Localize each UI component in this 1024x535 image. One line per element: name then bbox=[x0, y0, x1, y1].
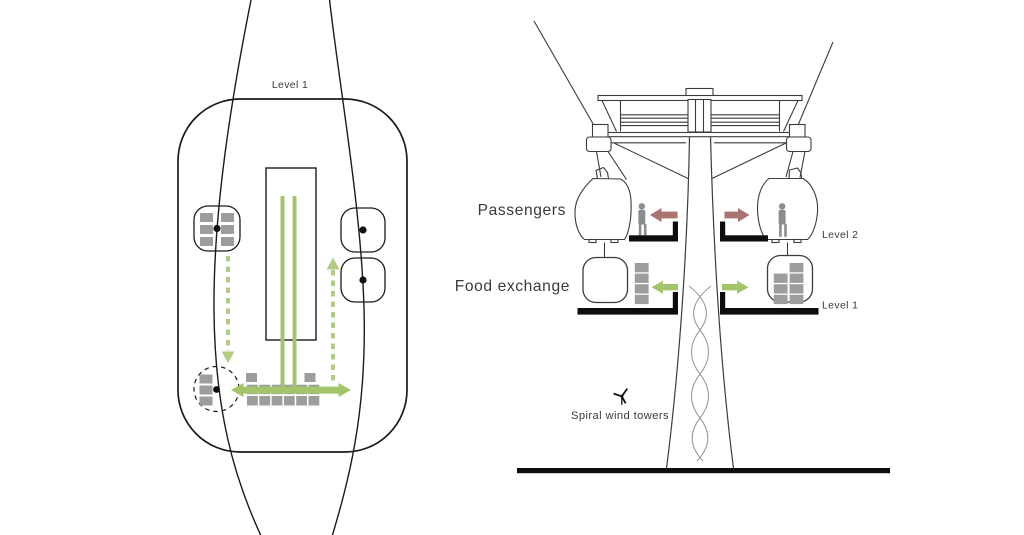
station-core bbox=[265, 167, 317, 341]
level1-label: Level 1 bbox=[822, 301, 858, 312]
passenger-arrow-right bbox=[724, 208, 750, 222]
level2-label: Level 2 bbox=[822, 230, 858, 241]
food-crate-stack-left bbox=[634, 263, 649, 305]
food-exchange-label: Food exchange bbox=[455, 278, 570, 295]
food-arrow-left bbox=[651, 280, 678, 294]
wind-towers-label: Spiral wind towers bbox=[571, 410, 669, 422]
exchange-arrow-horizontal bbox=[231, 383, 351, 397]
plan-level-label: Level 1 bbox=[272, 80, 308, 91]
cable-incoming-right bbox=[795, 41, 834, 131]
food-cabin-left bbox=[582, 256, 629, 304]
level1-platform-right bbox=[720, 292, 819, 315]
food-crate-stack-right bbox=[773, 263, 804, 305]
flow-arrow-down bbox=[221, 256, 235, 363]
pallet-grid bbox=[200, 213, 234, 246]
ground-line bbox=[517, 468, 890, 474]
cable-loop-right bbox=[328, 0, 366, 535]
tower-shaft bbox=[665, 136, 735, 469]
passengers-label: Passengers bbox=[478, 202, 566, 219]
cable-incoming-left bbox=[533, 20, 597, 130]
flow-arrow-up bbox=[326, 257, 340, 385]
cabin-dot bbox=[359, 226, 367, 234]
plan-view: Level 1 bbox=[177, 0, 408, 535]
grip-left bbox=[585, 123, 627, 180]
gondola-right bbox=[756, 167, 819, 258]
person-figure-left bbox=[638, 203, 647, 237]
level2-platform-right bbox=[720, 221, 768, 242]
spiral-helix bbox=[688, 285, 712, 462]
tower-head bbox=[596, 87, 804, 179]
elevation-view: Passengers Food exchange Level 2 Level 1… bbox=[455, 20, 890, 474]
food-arrow-right bbox=[722, 280, 749, 294]
food-corridor-lines bbox=[280, 196, 297, 390]
level2-platform-left bbox=[629, 221, 678, 242]
gondola-left bbox=[574, 166, 632, 258]
pallet-stack bbox=[199, 374, 213, 406]
cable-loop-left bbox=[213, 0, 262, 535]
passenger-arrow-left bbox=[650, 208, 678, 222]
cabin-dot bbox=[213, 224, 221, 233]
grip-right bbox=[785, 123, 812, 178]
cabin-dot bbox=[213, 386, 220, 393]
food-cabin-right bbox=[766, 254, 814, 305]
level1-platform-left bbox=[577, 292, 678, 315]
station-outline bbox=[177, 98, 408, 453]
cabin-dot bbox=[359, 276, 367, 284]
person-figure-right bbox=[778, 203, 787, 237]
wind-turbine-icon bbox=[613, 388, 629, 405]
